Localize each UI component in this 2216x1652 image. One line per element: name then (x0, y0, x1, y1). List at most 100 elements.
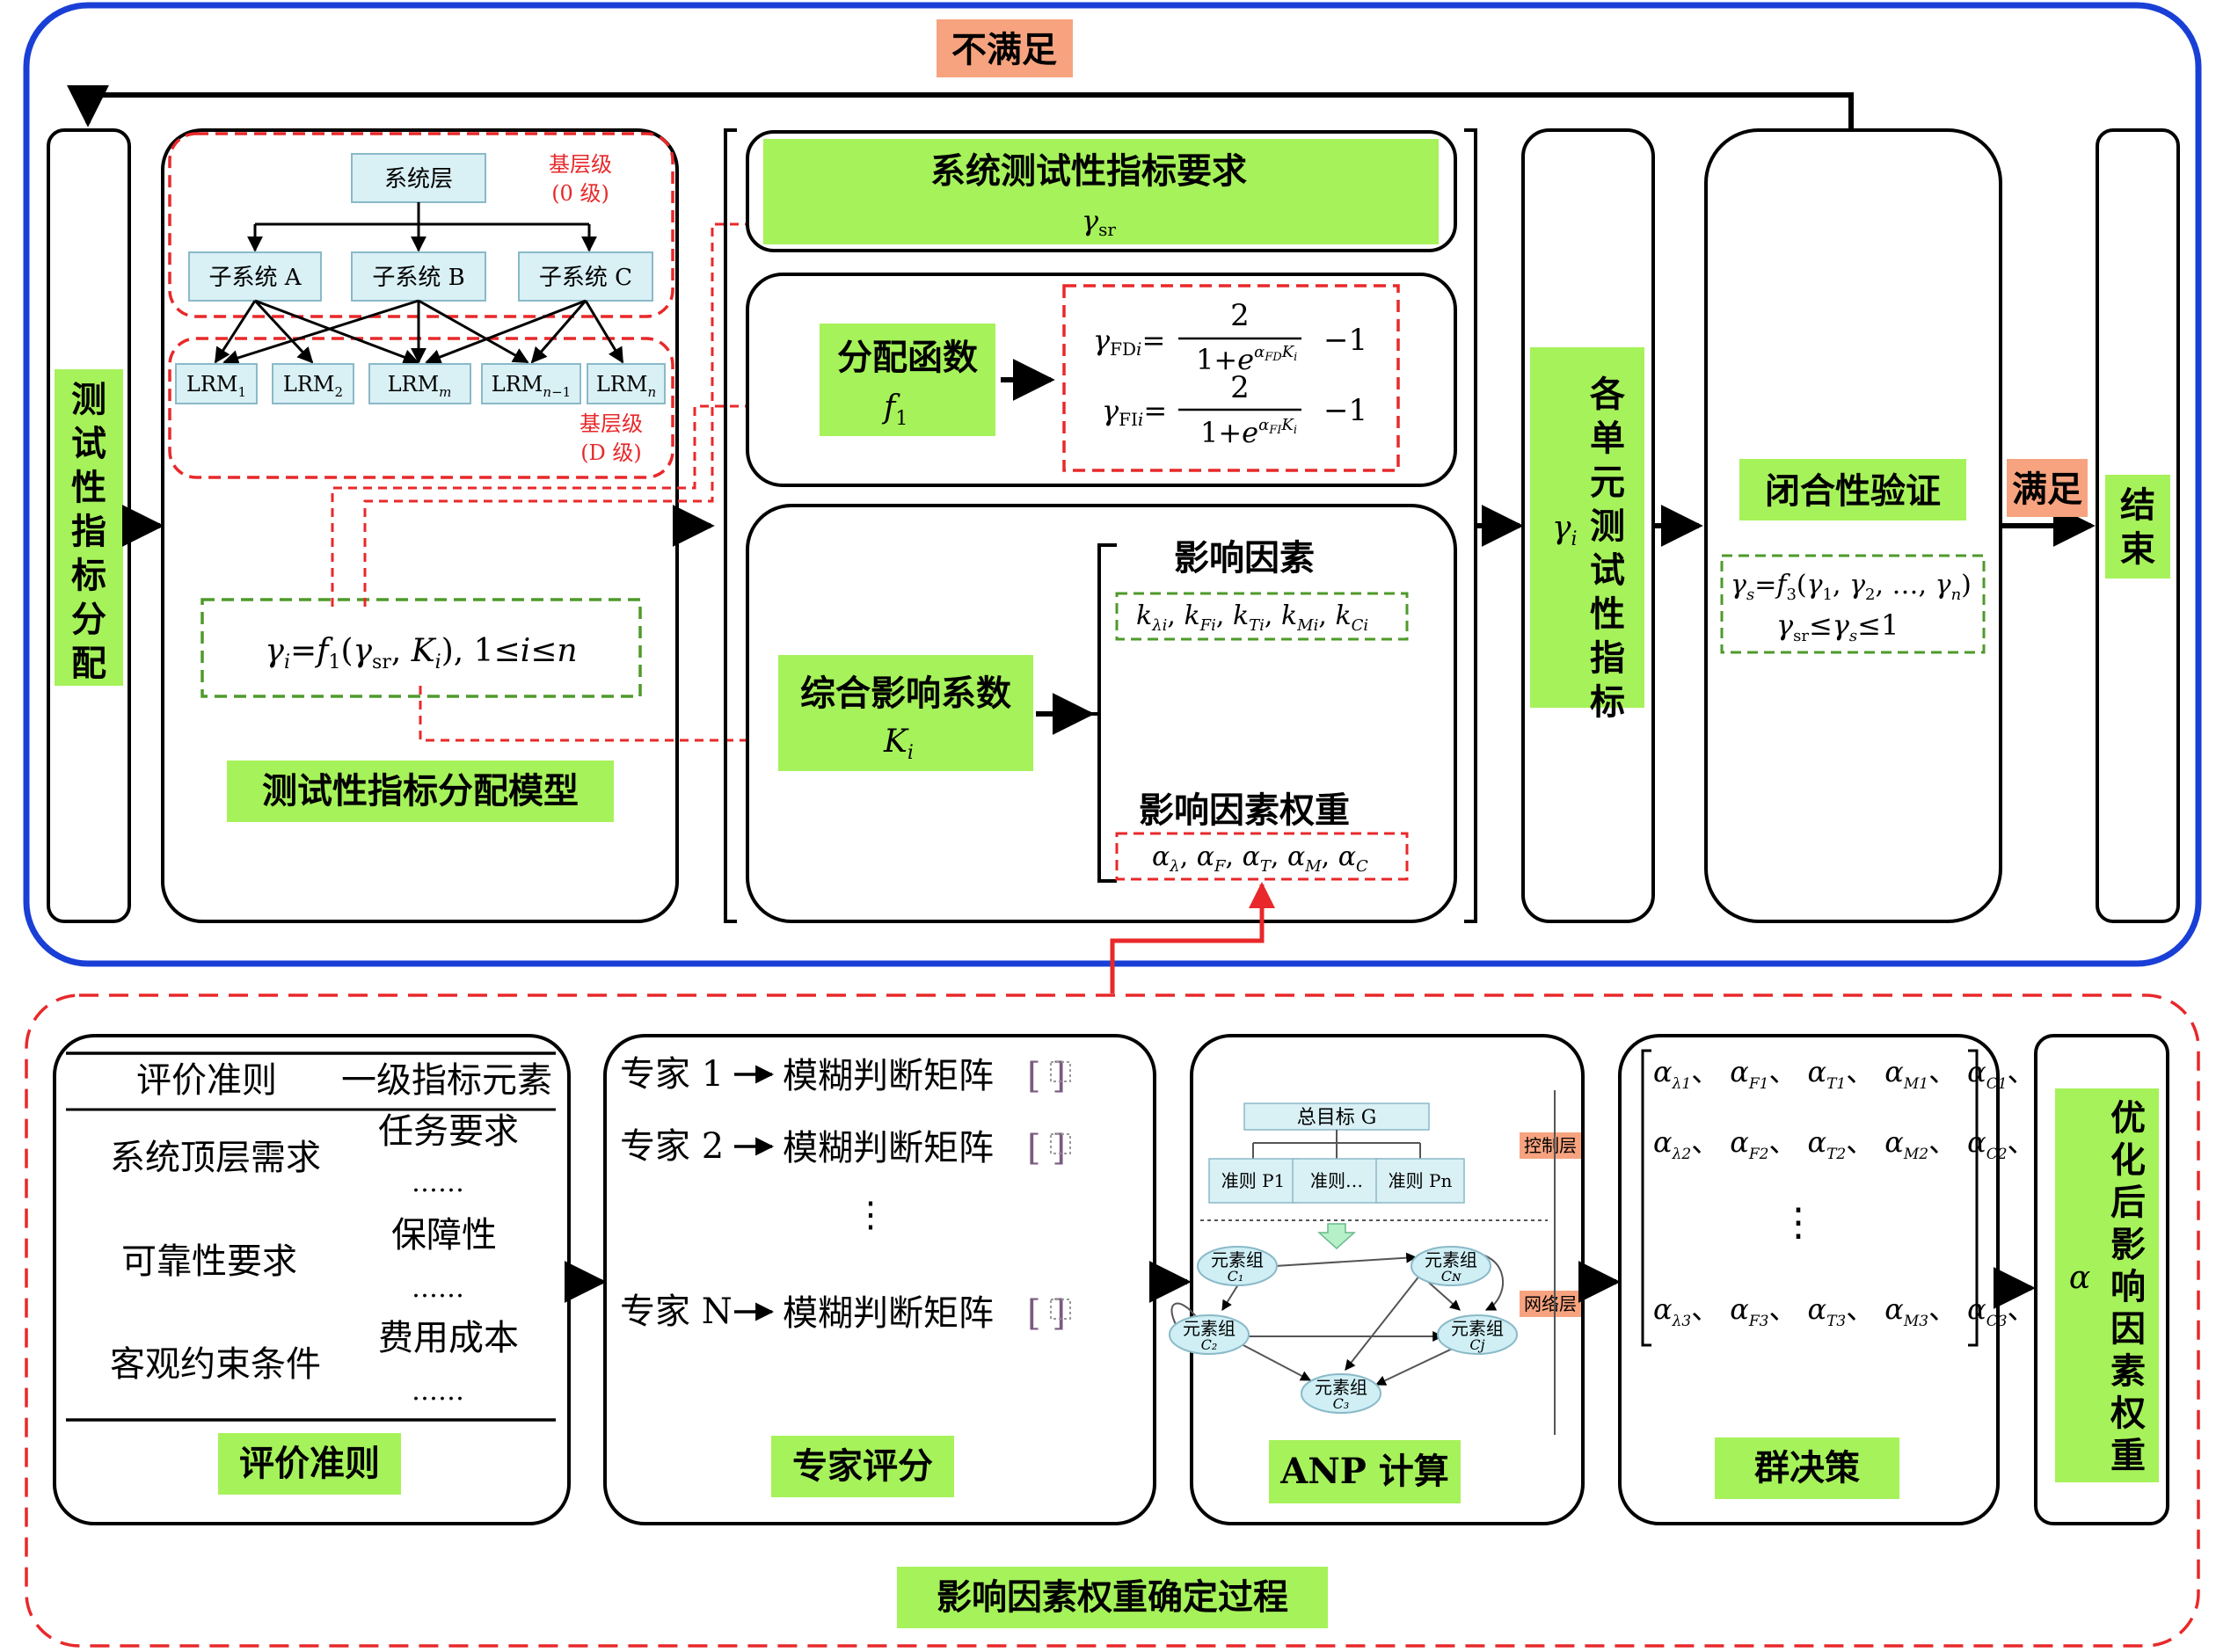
matrix-cell-icon (1050, 1299, 1071, 1320)
factors-title: 影响因素 (1174, 537, 1315, 579)
factors-brace (1089, 543, 1117, 883)
unit-column-fill (1530, 347, 1644, 708)
unit-label-char: 测 (1590, 506, 1625, 547)
anp-criteria-box (1375, 1158, 1465, 1204)
criteria-row-right: …… (412, 1273, 464, 1304)
criteria-row-left: 可靠性要求 (121, 1241, 297, 1282)
anp-down-arrow-icon (1317, 1223, 1356, 1250)
expert-name: 专家 2 (620, 1126, 724, 1167)
anp-criteria: 准则 P1 (1221, 1170, 1286, 1191)
control-layer-badge (1520, 1132, 1581, 1159)
matrix-bracket-icon: [ ] (1027, 1128, 1066, 1168)
subsystem-a-label: 子系统 A (208, 265, 302, 291)
expert-caption-fill (771, 1436, 954, 1497)
base-level-0-line1: 基层级 (549, 152, 612, 177)
formula-fd-minus: −1 (1323, 323, 1367, 358)
allocation-column-char: 试 (71, 423, 106, 464)
criteria-caption: 评价准则 (239, 1443, 380, 1484)
combined-coef-box (746, 504, 1457, 923)
weights-matrix-row: αλ2、αF2、αT2、αM2、αC2、 (1653, 1125, 2036, 1163)
satisfied-label: 满足 (2012, 469, 2082, 510)
dashed-link-gamma-sr (363, 216, 1073, 607)
expert-caption: 专家评分 (792, 1445, 933, 1487)
anp-group-node (1437, 1314, 1518, 1355)
anp-group-label: 元素组 (1211, 1249, 1264, 1270)
group-caption: 群决策 (1754, 1447, 1860, 1488)
anp-group-label: 元素组 (1183, 1318, 1236, 1339)
result-label-char: 化 (2110, 1139, 2146, 1181)
result-symbol: α (2069, 1260, 2090, 1296)
anp-group-sub: Cj (1469, 1336, 1484, 1353)
anp-group-sub: Cɴ (1441, 1268, 1462, 1284)
base-level-0-line2: (0 级) (551, 181, 609, 206)
expert-dots: ⋮ (853, 1195, 888, 1235)
model-title-fill (227, 761, 614, 822)
matrix-cell-icon (1050, 1061, 1071, 1082)
criteria-row-right: 费用成本 (378, 1318, 519, 1358)
anp-group-label: 元素组 (1451, 1318, 1504, 1339)
lrm-1-box (175, 363, 258, 404)
result-fill (2055, 1088, 2159, 1482)
closure-box (1704, 128, 2002, 923)
result-label-char: 重 (2110, 1435, 2146, 1476)
result-label-char: 优 (2110, 1097, 2146, 1139)
anp-group-node (1301, 1373, 1381, 1414)
weights-link-arrow (1110, 882, 1275, 993)
expert-row-n: 专家 N 模糊判断矩阵 [ ] (620, 1292, 1071, 1334)
system-layer-box (351, 153, 486, 203)
combined-coef-fill (778, 655, 1033, 771)
lrm-n1-box (481, 363, 581, 404)
base-level-d-line1: 基层级 (580, 411, 643, 436)
subsystem-b-box (351, 251, 486, 302)
lrm-1-label: LRM1 (186, 372, 246, 400)
network-layer-label: 网络层 (1524, 1293, 1577, 1314)
allocation-column-char: 性 (71, 467, 106, 508)
anp-group-sub: C₁ (1228, 1268, 1244, 1284)
weights-title: 影响因素权重 (1139, 790, 1350, 831)
anp-group-node (1169, 1314, 1250, 1355)
matrix-label: 模糊判断矩阵 (783, 1056, 994, 1096)
formula-fi-minus: −1 (1323, 393, 1367, 428)
result-label-char: 响 (2110, 1266, 2146, 1307)
system-req-fill (763, 139, 1439, 244)
closure-title-fill (1739, 459, 1966, 520)
alloc-formula-box (1062, 284, 1400, 472)
formula-fi-left: γFIi= (1102, 394, 1167, 430)
anp-caption: ANP 计算 (1279, 1451, 1449, 1492)
level-d-dashed-region (168, 337, 674, 479)
alloc-func-fill (820, 324, 995, 436)
result-label-char: 影 (2110, 1224, 2146, 1265)
dashed-link-ki (419, 686, 877, 748)
unit-label-char: 各 (1590, 374, 1626, 415)
anp-group-node (1197, 1246, 1278, 1286)
anp-group-label: 元素组 (1315, 1377, 1367, 1398)
group-dots: ⋮ (1779, 1200, 1818, 1245)
anp-group-label: 元素组 (1425, 1249, 1477, 1270)
anp-group-nodes: 元素组 C₁ 元素组 Cɴ 元素组 C₂ 元素组 Cj 元素组 C₃ (1169, 1246, 1518, 1414)
matrix-label: 模糊判断矩阵 (783, 1128, 994, 1168)
subsystem-c-box (518, 251, 653, 302)
lrm-n-box (587, 363, 666, 404)
alloc-func-title: 分配函数 (837, 337, 978, 378)
allocation-column-char: 测 (71, 379, 106, 420)
unit-label-char: 元 (1590, 462, 1625, 503)
formula-fi-den: 1+eαFIKi (1200, 416, 1297, 449)
weights-matrix: αλ1、αF1、αT1、αM1、αC1、αλ2、αF2、αT2、αM2、αC2、… (1653, 1055, 2036, 1330)
criteria-row-right: 任务要求 (378, 1111, 519, 1152)
unit-label-char: 指 (1590, 637, 1625, 679)
formula-fi-num: 2 (1230, 370, 1250, 405)
closure-formula-box (1720, 554, 1986, 654)
dashed-link-f1 (331, 398, 874, 607)
anp-caption-fill (1269, 1440, 1461, 1503)
subsystem-lrm-links (214, 299, 624, 366)
weights-matrix-row: αλ3、αF3、αT3、αM3、αC3、 (1653, 1292, 2036, 1330)
anp-group-sub: C₂ (1201, 1336, 1218, 1353)
unit-label-char: 试 (1590, 549, 1625, 591)
result-label-char: 素 (2110, 1350, 2146, 1392)
anp-group-sub: C₃ (1333, 1395, 1350, 1412)
not-satisfied-label: 不满足 (951, 29, 1057, 70)
subsystem-b-label: 子系统 B (372, 265, 464, 291)
